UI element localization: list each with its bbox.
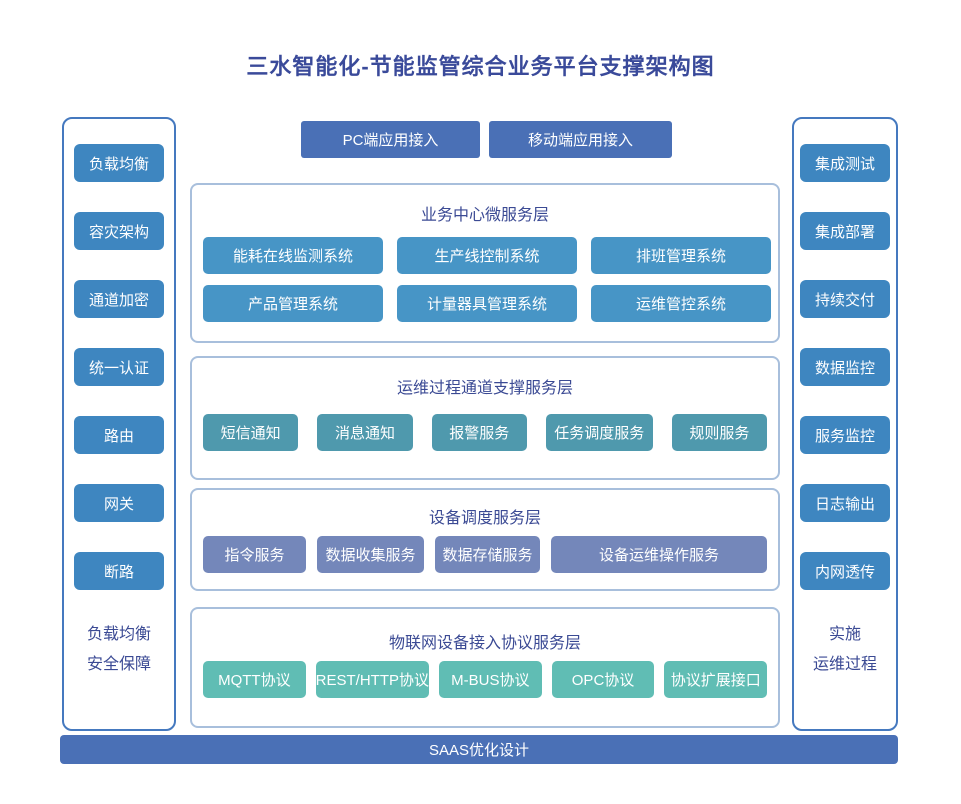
mobile-app-access-button: 移动端应用接入: [489, 121, 672, 158]
protocol-box-extension-interface: 协议扩展接口: [664, 661, 768, 698]
left-panel-caption-line1: 负载均衡: [86, 626, 151, 643]
channel-box-rule-service: 规则服务: [671, 414, 767, 451]
channel-layer-row: 短信通知 消息通知 报警服务 任务调度服务 规则服务: [203, 414, 767, 451]
right-panel-caption-line2: 运维过程: [812, 656, 877, 673]
right-panel-caption: 实施 运维过程: [813, 620, 877, 680]
channel-box-task-scheduling: 任务调度服务: [545, 414, 653, 451]
channel-box-message-notify: 消息通知: [317, 414, 413, 451]
business-box-product-management: 产品管理系统: [203, 285, 383, 322]
protocol-box-rest-http: REST/HTTP协议: [315, 661, 430, 698]
right-panel: 集成测试 集成部署 持续交付 数据监控 服务监控 日志输出 内网透传 实施 运维…: [792, 117, 898, 731]
left-panel-item-load-balancing: 负载均衡: [74, 144, 164, 182]
right-panel-item-log-output: 日志输出: [800, 484, 890, 522]
left-panel-caption: 负载均衡 安全保障: [87, 620, 151, 680]
device-box-command-service: 指令服务: [203, 536, 306, 573]
app-access-row: PC端应用接入 移动端应用接入: [301, 121, 672, 158]
business-box-metering-instrument: 计量器具管理系统: [397, 285, 577, 322]
device-box-ops-operation: 设备运维操作服务: [551, 536, 767, 573]
left-panel-item-channel-encryption: 通道加密: [74, 280, 164, 318]
channel-box-alarm-service: 报警服务: [431, 414, 527, 451]
device-box-data-collection: 数据收集服务: [317, 536, 424, 573]
device-box-data-storage: 数据存储服务: [435, 536, 540, 573]
ops-channel-support-layer: 运维过程通道支撑服务层 短信通知 消息通知 报警服务 任务调度服务 规则服务: [190, 356, 780, 480]
protocol-box-opc: OPC协议: [551, 661, 655, 698]
left-panel-item-gateway: 网关: [74, 484, 164, 522]
page-title: 三水智能化-节能监管综合业务平台支撑架构图: [246, 54, 715, 79]
right-panel-item-data-monitoring: 数据监控: [800, 348, 890, 386]
saas-optimization-bar: SAAS优化设计: [60, 735, 898, 764]
device-layer-row: 指令服务 数据收集服务 数据存储服务 设备运维操作服务: [203, 536, 767, 573]
left-panel-item-circuit-breaker: 断路: [74, 552, 164, 590]
business-box-energy-monitoring: 能耗在线监测系统: [203, 237, 383, 274]
business-box-production-line-control: 生产线控制系统: [397, 237, 577, 274]
business-layer-grid: 能耗在线监测系统 生产线控制系统 排班管理系统 产品管理系统 计量器具管理系统 …: [203, 237, 771, 322]
right-panel-item-integration-deploy: 集成部署: [800, 212, 890, 250]
right-panel-item-intranet-passthrough: 内网透传: [800, 552, 890, 590]
channel-layer-title: 运维过程通道支撑服务层: [396, 380, 573, 397]
left-panel-item-unified-auth: 统一认证: [74, 348, 164, 386]
device-scheduling-layer: 设备调度服务层 指令服务 数据收集服务 数据存储服务 设备运维操作服务: [190, 488, 780, 591]
protocol-layer-row: MQTT协议 REST/HTTP协议 M-BUS协议 OPC协议 协议扩展接口: [203, 661, 768, 698]
iot-protocol-layer: 物联网设备接入协议服务层 MQTT协议 REST/HTTP协议 M-BUS协议 …: [190, 607, 780, 728]
left-panel-item-disaster-recovery: 容灾架构: [74, 212, 164, 250]
right-panel-caption-line1: 实施: [828, 626, 861, 643]
business-box-ops-control: 运维管控系统: [591, 285, 771, 322]
channel-box-sms-notify: 短信通知: [203, 414, 299, 451]
business-layer-title: 业务中心微服务层: [420, 207, 549, 224]
left-panel-item-routing: 路由: [74, 416, 164, 454]
device-layer-title: 设备调度服务层: [428, 510, 541, 527]
pc-app-access-button: PC端应用接入: [301, 121, 480, 158]
left-panel: 负载均衡 容灾架构 通道加密 统一认证 路由 网关 断路 负载均衡 安全保障: [62, 117, 176, 731]
protocol-layer-title: 物联网设备接入协议服务层: [388, 635, 581, 652]
protocol-box-mbus: M-BUS协议: [439, 661, 542, 698]
right-panel-item-integration-test: 集成测试: [800, 144, 890, 182]
protocol-box-mqtt: MQTT协议: [203, 661, 306, 698]
business-box-shift-management: 排班管理系统: [591, 237, 771, 274]
right-panel-item-continuous-delivery: 持续交付: [800, 280, 890, 318]
right-panel-item-service-monitoring: 服务监控: [800, 416, 890, 454]
business-microservice-layer: 业务中心微服务层 能耗在线监测系统 生产线控制系统 排班管理系统 产品管理系统 …: [190, 183, 780, 343]
left-panel-caption-line2: 安全保障: [86, 656, 151, 673]
